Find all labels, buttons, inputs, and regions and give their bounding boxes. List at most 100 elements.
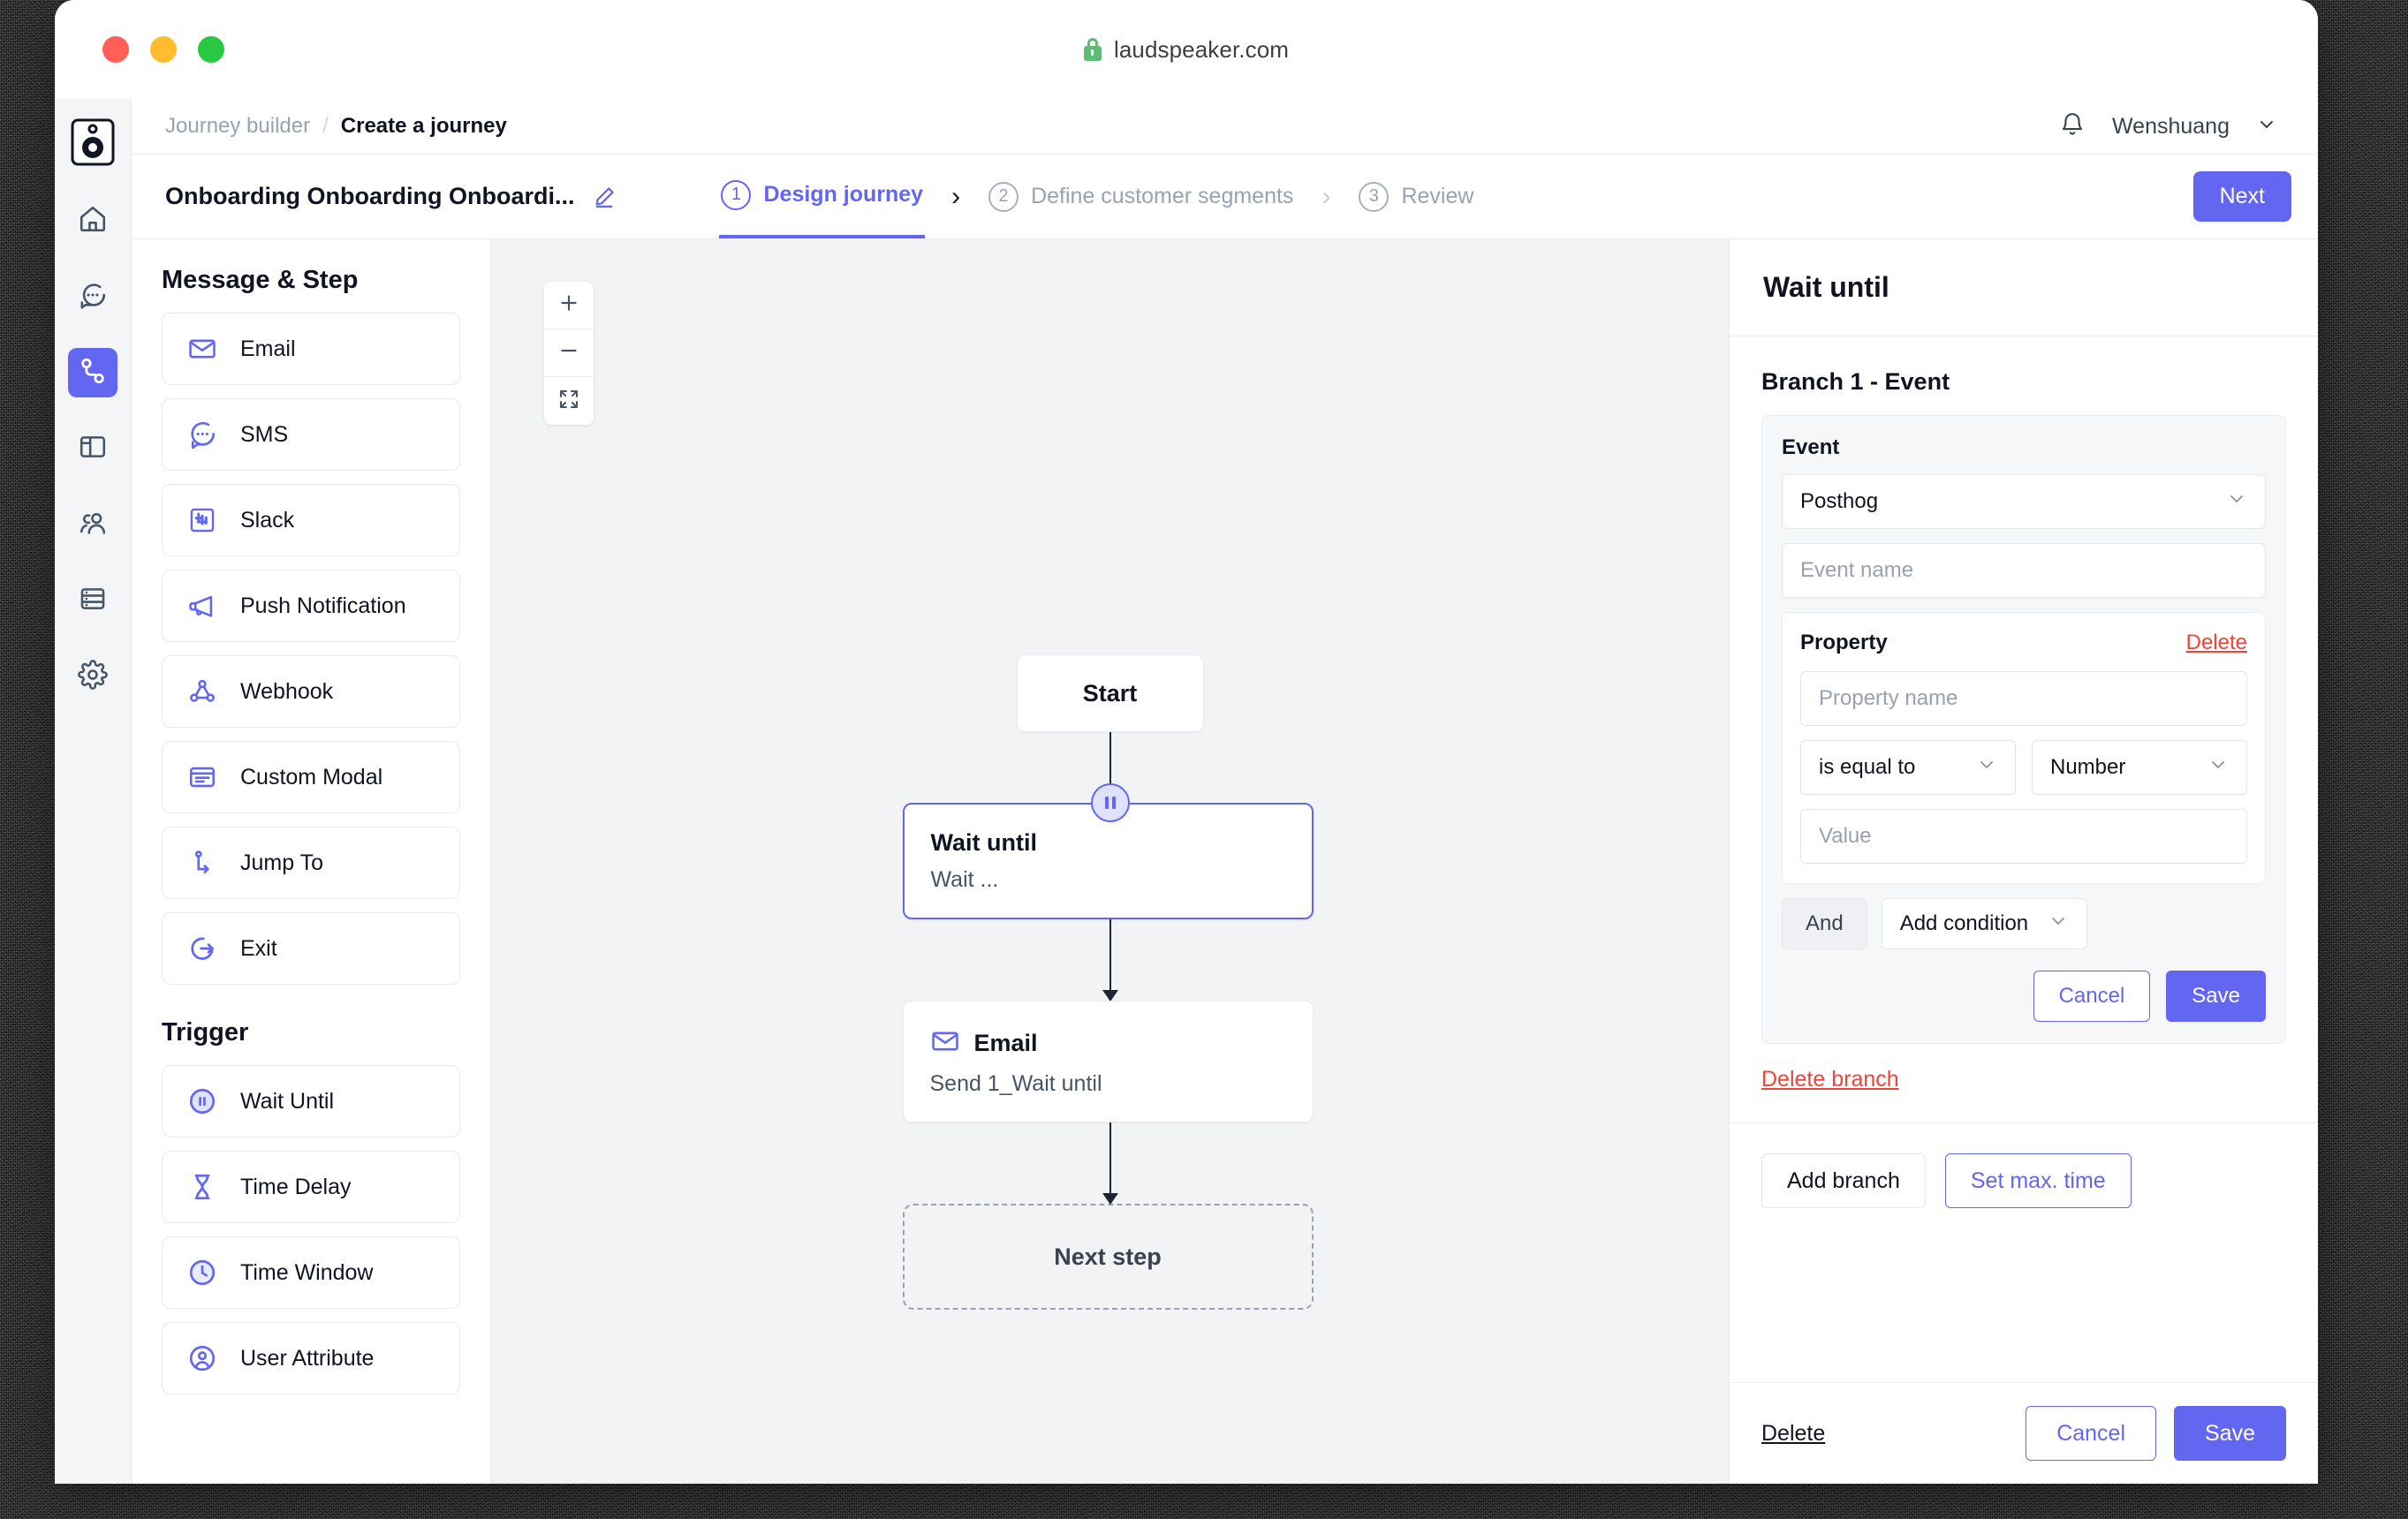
breadcrumb-separator: /	[322, 114, 329, 138]
flow-node-email[interactable]: Email Send 1_Wait until	[902, 1001, 1314, 1122]
palette-section-message-title: Message & Step	[162, 266, 359, 294]
panel-save-button[interactable]: Save	[2174, 1406, 2286, 1461]
journey-canvas[interactable]: Start Wait until Wait ...	[491, 239, 1729, 1484]
palette-item-time-window[interactable]: Time Window	[162, 1236, 460, 1309]
palette-item-push-notification[interactable]: Push Notification	[162, 570, 460, 642]
close-window-button[interactable]	[102, 36, 129, 63]
palette-item-wait-until[interactable]: Wait Until	[162, 1065, 460, 1137]
property-name-placeholder: Property name	[1819, 686, 1958, 710]
branch-button-row: Cancel Save	[1782, 971, 2266, 1022]
left-icon-rail	[55, 99, 132, 1484]
event-name-input[interactable]: Event name	[1782, 543, 2266, 598]
flow-connector-email-next	[1102, 1122, 1118, 1205]
template-layout-icon	[78, 432, 108, 466]
bell-icon[interactable]	[2059, 111, 2086, 142]
panel-cancel-button[interactable]: Cancel	[2026, 1406, 2157, 1461]
step-label: Design journey	[763, 182, 924, 207]
sidebar-item-templates[interactable]	[68, 424, 117, 473]
value-input[interactable]: Value	[1800, 809, 2247, 864]
step-separator-icon: ›	[951, 181, 961, 211]
palette-item-label: SMS	[240, 421, 289, 447]
operator-select[interactable]: is equal to	[1800, 740, 2016, 795]
palette-item-label: Time Window	[240, 1259, 374, 1285]
minus-icon	[557, 339, 580, 367]
sidebar-item-home[interactable]	[68, 196, 117, 246]
set-max-time-button[interactable]: Set max. time	[1944, 1153, 2132, 1208]
megaphone-icon	[186, 589, 219, 623]
sidebar-item-settings[interactable]	[68, 652, 117, 701]
hourglass-icon	[186, 1170, 219, 1204]
chevron-down-icon[interactable]	[2256, 114, 2277, 140]
logic-operator-chip[interactable]: And	[1782, 898, 1867, 949]
exit-icon	[186, 932, 219, 965]
zoom-in-button[interactable]	[544, 282, 594, 329]
palette-item-slack[interactable]: Slack	[162, 484, 460, 556]
top-bar: Journey builder / Create a journey Wensh…	[132, 99, 2318, 155]
delete-property-link[interactable]: Delete	[2185, 631, 2247, 654]
flow-node-subtitle: Send 1_Wait until	[929, 1071, 1102, 1096]
flow-node-next-step[interactable]: Next step	[902, 1204, 1314, 1310]
chevron-down-icon	[1976, 754, 1997, 782]
people-icon	[78, 508, 108, 542]
breadcrumb-parent[interactable]: Journey builder	[165, 114, 311, 138]
value-placeholder: Value	[1819, 824, 1872, 848]
add-condition-select[interactable]: Add condition	[1881, 898, 2088, 949]
slack-icon	[186, 503, 219, 537]
step-design-journey[interactable]: 1 Design journey	[719, 155, 926, 238]
palette-item-user-attribute[interactable]: User Attribute	[162, 1322, 460, 1394]
step-define-customer-segments[interactable]: 2 Define customer segments	[987, 155, 1295, 238]
panel-header: Wait until	[1730, 239, 2318, 336]
lock-icon	[1083, 38, 1102, 61]
event-provider-value: Posthog	[1800, 489, 1879, 513]
main-content: Journey builder / Create a journey Wensh…	[132, 99, 2318, 1484]
palette-item-email[interactable]: Email	[162, 313, 460, 385]
delete-branch-link[interactable]: Delete branch	[1761, 1067, 1899, 1092]
sidebar-item-database[interactable]	[68, 576, 117, 625]
add-condition-label: Add condition	[1899, 911, 2029, 935]
palette-item-jump-to[interactable]: Jump To	[162, 827, 460, 899]
sidebar-item-messaging[interactable]	[68, 272, 117, 321]
palette-item-webhook[interactable]: Webhook	[162, 655, 460, 728]
top-bar-right: Wenshuang	[2059, 111, 2277, 142]
sidebar-item-people[interactable]	[68, 500, 117, 549]
flow-node-wait-until[interactable]: Wait until Wait ...	[902, 803, 1314, 919]
palette-item-sms[interactable]: SMS	[162, 398, 460, 471]
delete-step-link[interactable]: Delete	[1761, 1420, 1826, 1446]
event-name-placeholder: Event name	[1800, 558, 1914, 582]
home-icon	[78, 204, 108, 238]
event-provider-select[interactable]: Posthog	[1782, 474, 2266, 529]
maximize-window-button[interactable]	[198, 36, 224, 63]
value-type-value: Number	[2050, 755, 2126, 779]
palette-item-exit[interactable]: Exit	[162, 912, 460, 985]
palette-item-label: Exit	[240, 935, 277, 961]
chevron-down-icon	[2048, 911, 2069, 938]
operator-type-row: is equal to Number	[1800, 740, 2247, 809]
branch-editor: Event Posthog Event name	[1761, 415, 2286, 1044]
flow-connector-wait-email	[1102, 919, 1118, 1001]
palette-item-label: Email	[240, 336, 296, 361]
step-review[interactable]: 3 Review	[1357, 155, 1475, 238]
palette-item-time-delay[interactable]: Time Delay	[162, 1151, 460, 1223]
sidebar-item-journeys[interactable]	[68, 348, 117, 397]
clock-icon	[186, 1256, 219, 1289]
palette-item-custom-modal[interactable]: Custom Modal	[162, 741, 460, 813]
browser-titlebar: laudspeaker.com	[55, 0, 2318, 99]
branch-save-button[interactable]: Save	[2166, 971, 2266, 1022]
value-type-select[interactable]: Number	[2032, 740, 2247, 795]
next-button[interactable]: Next	[2192, 171, 2291, 222]
laudspeaker-logo-icon[interactable]	[69, 118, 117, 166]
user-menu-label[interactable]: Wenshuang	[2112, 113, 2230, 139]
step-number: 1	[721, 179, 752, 210]
journey-steps: 1 Design journey › 2 Define customer seg…	[719, 155, 1475, 238]
property-name-input[interactable]: Property name	[1800, 671, 2247, 726]
event-label: Event	[1782, 435, 1840, 459]
flow-node-start[interactable]: Start	[1016, 654, 1204, 732]
minimize-window-button[interactable]	[150, 36, 177, 63]
add-branch-button[interactable]: Add branch	[1761, 1153, 1926, 1208]
address-bar[interactable]: laudspeaker.com	[55, 0, 2318, 99]
fit-view-button[interactable]	[544, 377, 594, 425]
branch-cancel-button[interactable]: Cancel	[2033, 971, 2151, 1022]
webhook-icon	[186, 675, 219, 708]
pencil-icon[interactable]	[592, 185, 617, 209]
zoom-out-button[interactable]	[544, 329, 594, 377]
